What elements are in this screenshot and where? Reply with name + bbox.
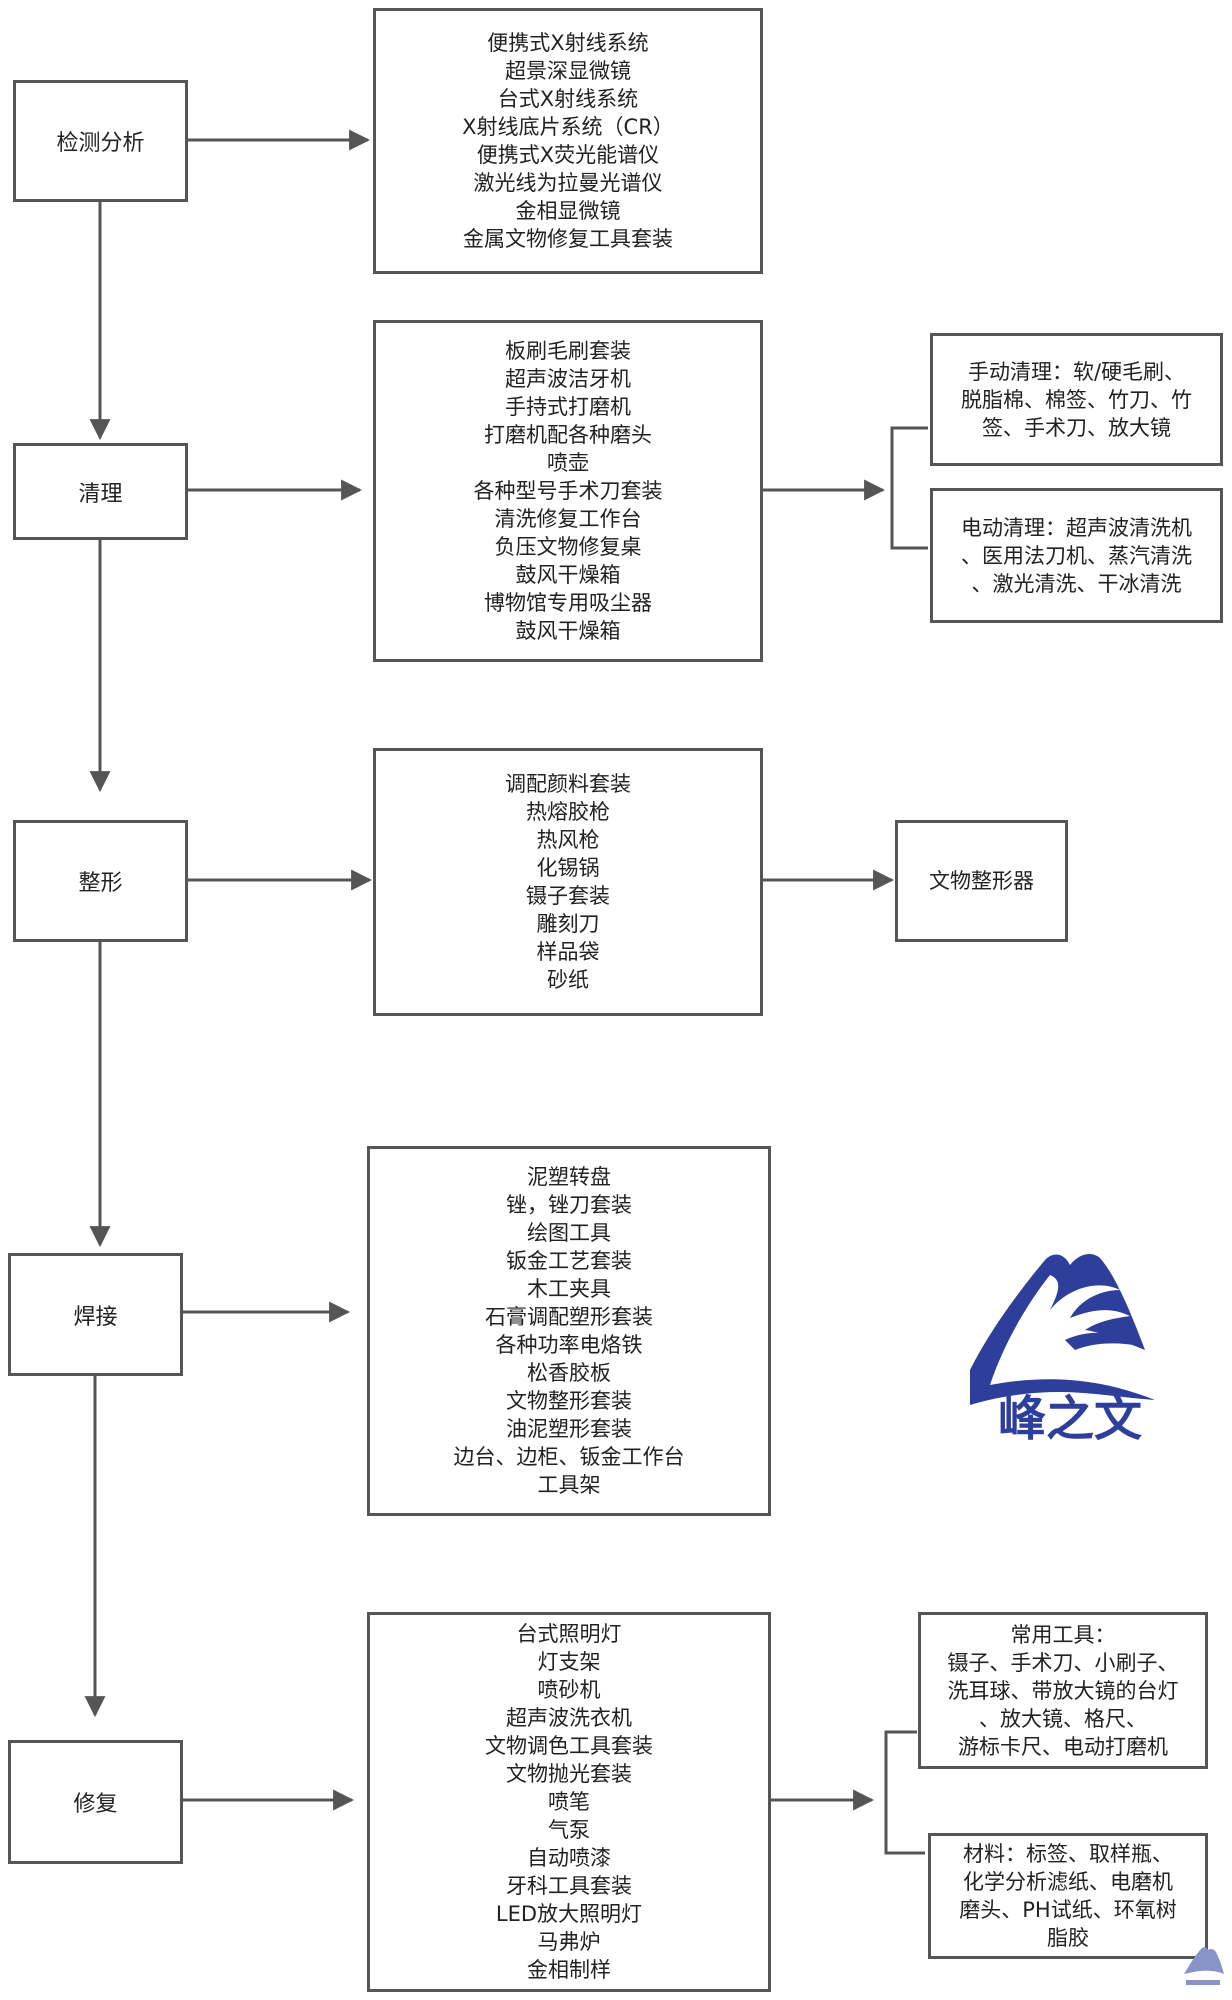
- list-item: 绘图工具: [527, 1221, 611, 1245]
- note-line: 镊子、手术刀、小刷子、: [947, 1650, 1179, 1675]
- logo-swoosh: [1065, 1332, 1140, 1350]
- list-item: 调配颜料套装: [505, 772, 631, 796]
- list-item: 金相制样: [527, 1958, 611, 1982]
- list-repair: 台式照明灯 灯支架 喷砂机 超声波洗衣机 文物调色工具套装 文物抛光套装 喷笔 …: [367, 1612, 771, 1992]
- list-item: 超景深显微镜: [505, 59, 631, 83]
- logo-text: 峰之文: [998, 1391, 1142, 1447]
- note-line: 签、手术刀、放大镜: [982, 415, 1171, 440]
- stage-shape: 整形: [13, 820, 188, 942]
- list-item: 负压文物修复桌: [494, 535, 642, 559]
- list-item: 喷砂机: [537, 1678, 601, 1702]
- stage-clean: 清理: [13, 443, 188, 540]
- list-item: 自动喷漆: [527, 1846, 611, 1870]
- list-item: 镊子套装: [526, 884, 610, 908]
- note-line: 材料：标签、取样瓶、: [963, 1842, 1173, 1866]
- note-line: 化学分析滤纸、电磨机: [963, 1870, 1173, 1894]
- note-line: 脱脂棉、棉签、竹刀、竹: [961, 387, 1192, 412]
- list-item: 激光线为拉曼光谱仪: [473, 171, 663, 195]
- list-item: 石膏调配塑形套装: [485, 1305, 653, 1329]
- list-item: 各种功率电烙铁: [495, 1333, 643, 1357]
- note-line: 、激光清洗、干冰清洗: [971, 571, 1182, 596]
- bracket-clean: [890, 426, 928, 550]
- list-item: 油泥塑形套装: [506, 1417, 632, 1441]
- list-item: 金相显微镜: [515, 199, 621, 223]
- list-item: 超声波洗衣机: [506, 1706, 632, 1730]
- list-item: 钣金工艺套装: [506, 1249, 632, 1273]
- list-item: 便携式X射线系统: [487, 31, 649, 55]
- stage-repair: 修复: [8, 1740, 183, 1864]
- list-clean: 板刷毛刷套装 超声波洁牙机 手持式打磨机 打磨机配各种磨头 喷壶 各种型号手术刀…: [373, 320, 763, 662]
- note-repair-tools: 常用工具： 镊子、手术刀、小刷子、 洗耳球、带放大镜的台灯 、放大镜、格尺、 游…: [918, 1612, 1208, 1769]
- note-line: 、医用法刀机、蒸汽清洗: [961, 543, 1192, 568]
- list-item: 样品袋: [536, 940, 600, 964]
- note-shape-tool: 文物整形器: [895, 820, 1068, 942]
- list-item: 打磨机配各种磨头: [484, 423, 652, 447]
- list-item: 台式X射线系统: [497, 87, 639, 111]
- list-item: 博物馆专用吸尘器: [484, 591, 652, 615]
- list-item: 文物调色工具套装: [485, 1734, 653, 1758]
- list-item: 喷壶: [547, 451, 589, 475]
- list-item: 台式照明灯: [516, 1622, 622, 1646]
- list-item: 鼓风干燥箱: [515, 563, 621, 587]
- list-weld: 泥塑转盘 锉，锉刀套装 绘图工具 钣金工艺套装 木工夹具 石膏调配塑形套装 各种…: [367, 1146, 771, 1516]
- list-item: X射线底片系统（CR）: [462, 115, 674, 139]
- list-item: 热熔胶枪: [526, 800, 610, 824]
- note-line: 游标卡尺、电动打磨机: [958, 1734, 1168, 1759]
- list-item: 气泵: [548, 1818, 590, 1842]
- list-item: 灯支架: [537, 1650, 601, 1674]
- list-item: 文物整形套装: [506, 1389, 632, 1413]
- note-clean-manual: 手动清理：软/硬毛刷、 脱脂棉、棉签、竹刀、竹 签、手术刀、放大镜: [930, 333, 1223, 466]
- list-item: 雕刻刀: [536, 912, 600, 936]
- note-line: 常用工具：: [1010, 1622, 1116, 1647]
- list-item: 松香胶板: [527, 1361, 611, 1385]
- list-item: 泥塑转盘: [527, 1165, 611, 1189]
- list-item: LED放大照明灯: [495, 1902, 643, 1926]
- note-clean-electric: 电动清理：超声波清洗机 、医用法刀机、蒸汽清洗 、激光清洗、干冰清洗: [930, 488, 1223, 623]
- list-item: 边台、边柜、钣金工作台: [453, 1445, 685, 1469]
- list-item: 热风枪: [536, 828, 600, 852]
- list-item: 鼓风干燥箱: [515, 619, 621, 643]
- list-item: 化锡锅: [536, 856, 600, 880]
- list-item: 喷笔: [548, 1790, 590, 1814]
- stage-label: 检测分析: [56, 131, 145, 156]
- list-item: 各种型号手术刀套装: [473, 479, 663, 503]
- list-item: 砂纸: [547, 968, 589, 992]
- note-line: 文物整形器: [929, 869, 1034, 893]
- bracket-repair: [884, 1730, 925, 1855]
- note-line: 磨头、PH试纸、环氧树: [959, 1898, 1177, 1922]
- list-item: 超声波洁牙机: [505, 367, 631, 391]
- list-item: 清洗修复工作台: [494, 507, 642, 531]
- list-shape: 调配颜料套装 热熔胶枪 热风枪 化锡锅 镊子套装 雕刻刀 样品袋 砂纸: [373, 748, 763, 1016]
- corner-logo-icon: [1184, 1947, 1224, 1985]
- stage-label: 整形: [78, 871, 123, 896]
- list-item: 便携式X荧光能谱仪: [476, 143, 660, 167]
- note-line: 、放大镜、格尺、: [979, 1706, 1147, 1731]
- list-item: 锉，锉刀套装: [506, 1193, 632, 1217]
- stage-detect: 检测分析: [13, 80, 188, 202]
- note-repair-materials: 材料：标签、取样瓶、 化学分析滤纸、电磨机 磨头、PH试纸、环氧树 脂胶: [928, 1833, 1208, 1959]
- list-item: 牙科工具套装: [506, 1874, 632, 1898]
- list-item: 木工夹具: [527, 1277, 611, 1301]
- stage-weld: 焊接: [8, 1253, 183, 1376]
- note-line: 洗耳球、带放大镜的台灯: [947, 1678, 1179, 1703]
- list-detect: 便携式X射线系统 超景深显微镜 台式X射线系统 X射线底片系统（CR） 便携式X…: [373, 8, 763, 274]
- list-item: 金属文物修复工具套装: [463, 227, 673, 251]
- note-line: 脂胶: [1047, 1926, 1089, 1950]
- list-item: 工具架: [537, 1473, 601, 1497]
- stage-label: 修复: [73, 1792, 118, 1817]
- note-line: 电动清理：超声波清洗机: [961, 515, 1192, 540]
- stage-label: 清理: [78, 481, 123, 507]
- stage-label: 焊接: [73, 1304, 118, 1330]
- logo-mountain-shape: [970, 1254, 1155, 1405]
- list-item: 马弗炉: [537, 1930, 601, 1954]
- list-item: 文物抛光套装: [506, 1762, 632, 1786]
- brand-logo: 峰之文: [970, 1254, 1155, 1447]
- note-line: 手动清理：软/硬毛刷、: [967, 359, 1186, 384]
- list-item: 手持式打磨机: [505, 395, 631, 419]
- list-item: 板刷毛刷套装: [505, 339, 631, 363]
